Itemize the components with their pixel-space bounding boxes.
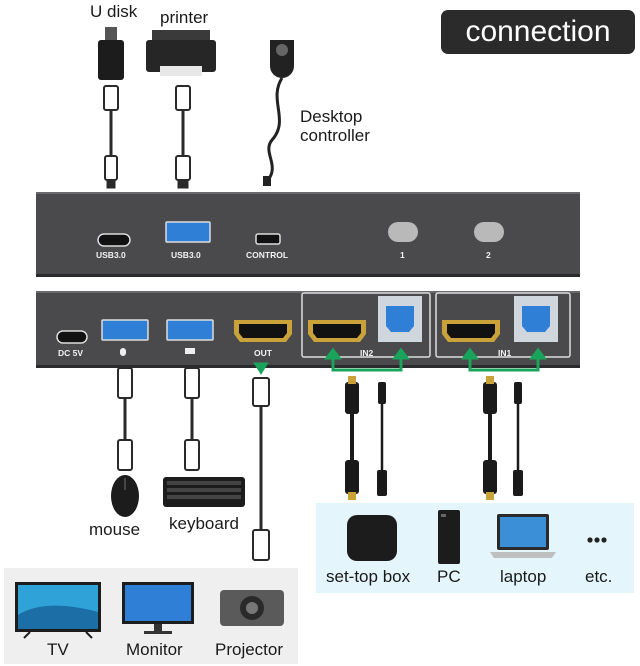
mouse-icon [111, 475, 139, 517]
desktop-controller-label-1: Desktop [300, 107, 363, 126]
source-label-laptop: laptop [500, 567, 547, 586]
keyboard-cable [184, 367, 200, 471]
port-label-in1: IN1 [498, 348, 512, 358]
port-label-out: OUT [254, 348, 272, 358]
mini-usb-port-icon [255, 233, 281, 245]
port-label-usb3-1: USB3.0 [96, 250, 126, 260]
mouse-small-icon [120, 348, 126, 356]
button-label-2: 2 [486, 250, 491, 260]
button-label-1: 1 [400, 250, 405, 260]
printer-label: printer [160, 8, 209, 27]
display-label-monitor: Monitor [126, 640, 183, 659]
keyboard-label: keyboard [169, 514, 239, 533]
more-icon [587, 537, 607, 543]
usb-keyboard-port-icon [166, 319, 214, 341]
display-label-tv: TV [47, 640, 69, 659]
desktop-controller-label-2: controller [300, 126, 370, 145]
port-label-usb3-2: USB3.0 [171, 250, 201, 260]
dc-5v-port-icon [56, 330, 88, 344]
monitor-icon [122, 582, 194, 634]
tv-icon [15, 582, 101, 639]
pc-icon [438, 510, 460, 564]
projector-icon [220, 590, 284, 626]
usb-c-port-icon [97, 233, 131, 247]
in1-source-cables [483, 376, 523, 500]
in2-source-cables [345, 376, 387, 500]
printer-cable [175, 85, 191, 189]
hdmi-out-cable [252, 377, 270, 561]
keyboard-small-icon [185, 348, 195, 354]
usb-mouse-port-icon [101, 319, 149, 341]
in2-group-frame [301, 292, 431, 358]
usb3-port-icon [165, 221, 211, 243]
in1-group-frame [435, 292, 571, 358]
source-label-pc: PC [437, 567, 461, 586]
mouse-label: mouse [89, 520, 141, 539]
port-label-dc5v: DC 5V [58, 348, 84, 358]
printer-icon [146, 30, 216, 76]
button-1-icon [388, 222, 418, 242]
desktop-controller-icon [263, 40, 294, 186]
u-disk-cable [103, 85, 119, 189]
mouse-cable [117, 367, 133, 471]
u-disk-icon [98, 27, 124, 80]
source-label-set-top-box: set-top box [326, 567, 411, 586]
keyboard-icon [163, 477, 245, 507]
source-label-etc: etc. [585, 567, 613, 586]
port-label-control: CONTROL [246, 250, 289, 260]
set-top-box-icon [347, 515, 397, 561]
display-label-projector: Projector [215, 640, 284, 659]
port-label-in2: IN2 [360, 348, 374, 358]
u-disk-label: U disk [90, 2, 138, 21]
input-arrows [253, 347, 547, 375]
connection-badge: connection [441, 10, 635, 54]
laptop-icon [490, 514, 556, 558]
button-2-icon [474, 222, 504, 242]
